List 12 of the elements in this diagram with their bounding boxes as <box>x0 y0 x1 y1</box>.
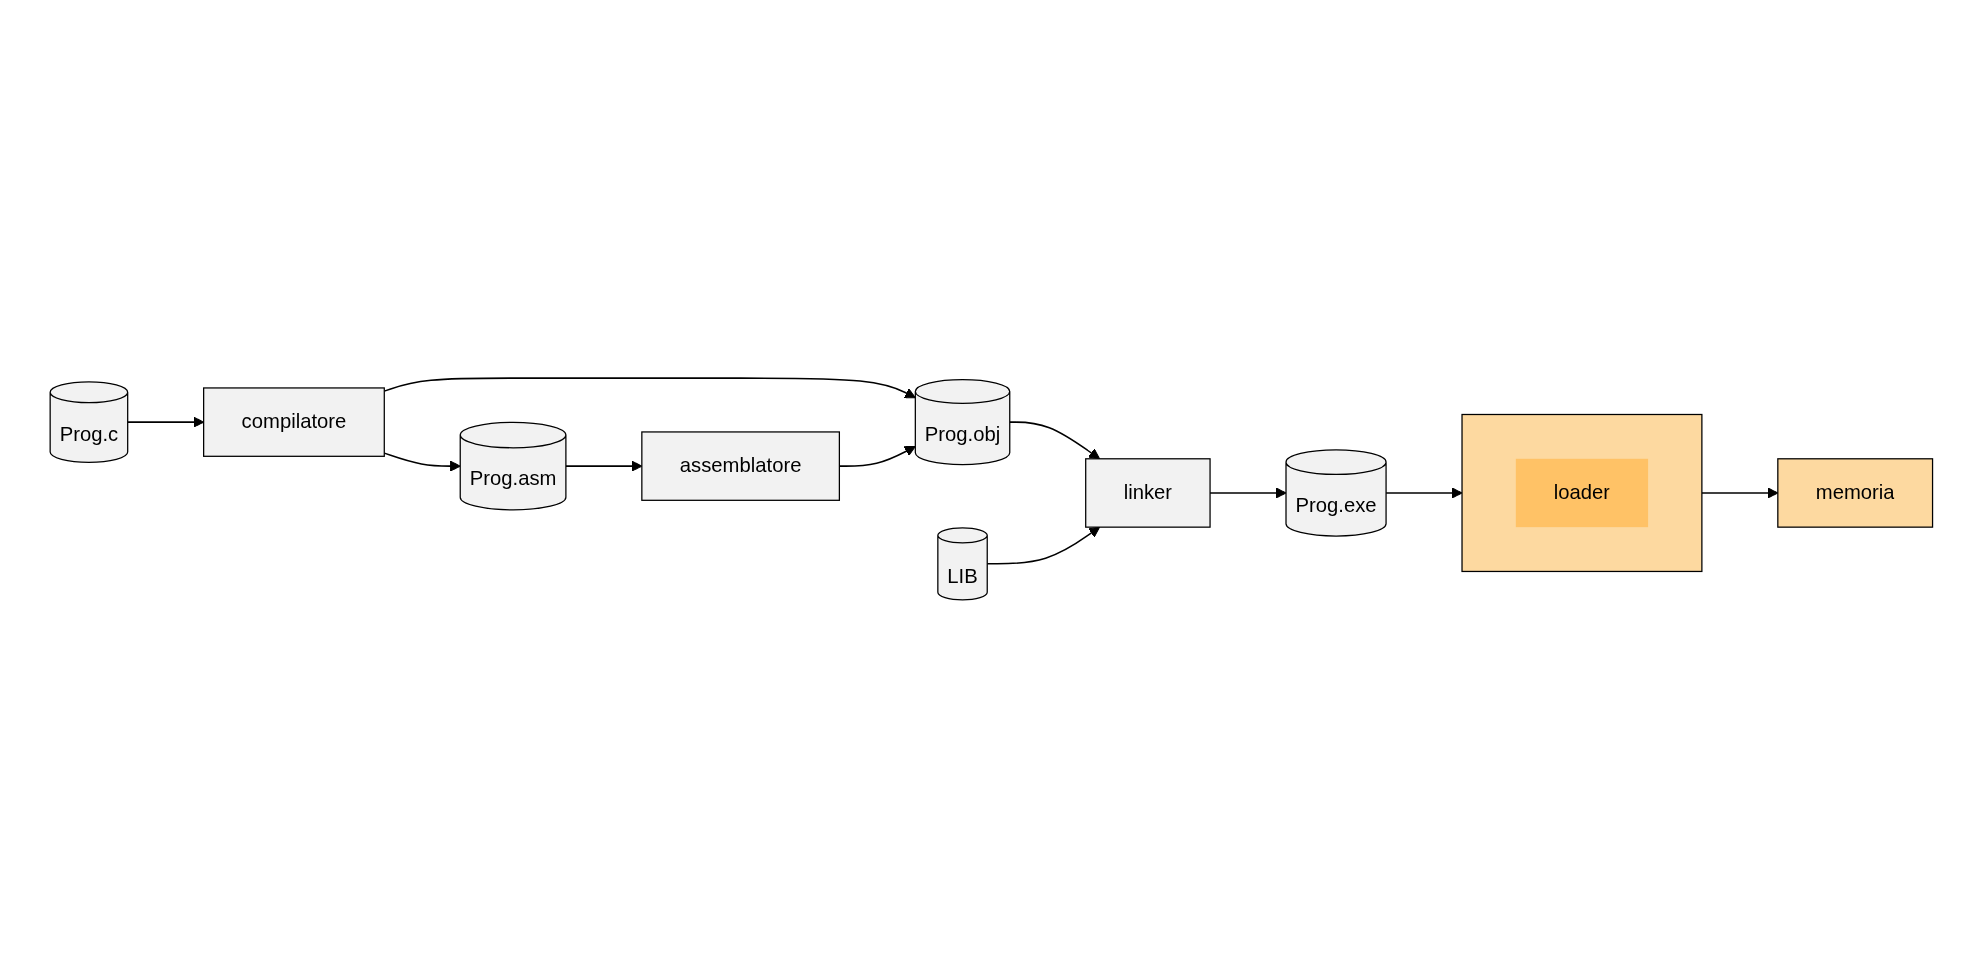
arrow <box>564 460 642 472</box>
node-box: loader <box>1515 458 1648 527</box>
arrow <box>383 451 461 472</box>
arrow <box>986 526 1100 565</box>
arrow <box>126 416 204 428</box>
cluster <box>1461 413 1703 572</box>
arrow <box>383 376 916 398</box>
arrow <box>1008 420 1100 459</box>
node-box: memoria <box>1776 457 1933 528</box>
node-box: linker <box>1084 457 1211 528</box>
node-box: compilatore <box>202 386 385 457</box>
node-box: assemblatore <box>640 430 840 501</box>
